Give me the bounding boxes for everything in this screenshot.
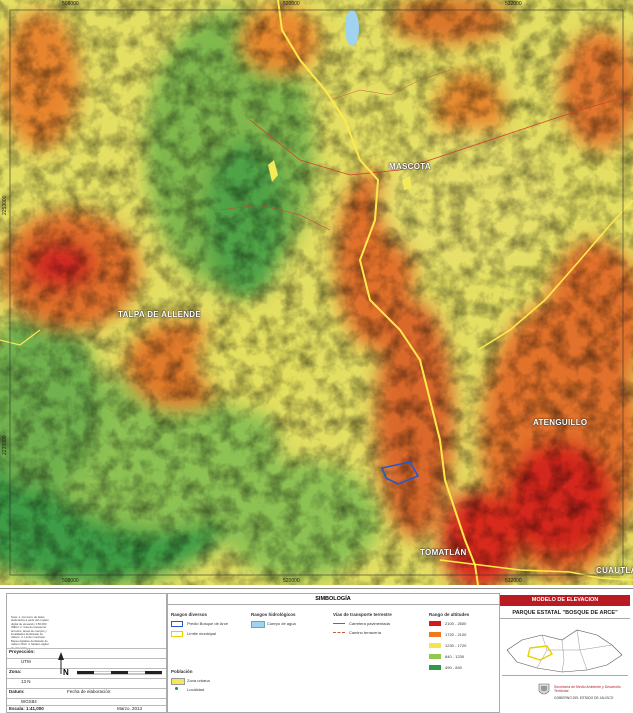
proyeccion-row: Proyección: — [7, 648, 167, 659]
place-label: TALPA DE ALLENDE — [118, 310, 202, 319]
simbologia-title: SIMBOLOGÍA — [167, 594, 499, 605]
altitud-swatch — [429, 654, 441, 659]
localidad-icon — [175, 687, 178, 690]
alturas-title: Rango de altitudes — [429, 612, 470, 617]
elevation-map[interactable]: 508000 520000 532000 508000 520000 53200… — [0, 0, 633, 585]
rasgos-hidro-item: Cuerpo de agua — [267, 621, 296, 626]
place-label: MASCOTA — [389, 162, 431, 171]
coord-top-3: 532000 — [505, 1, 522, 7]
zona-value-row: 13 N — [7, 678, 167, 689]
north-label: N — [63, 668, 69, 677]
coord-bottom-3: 532000 — [505, 578, 522, 584]
zona-row: Zona: — [7, 668, 167, 679]
map-legend: Nota: 1. Concurre de datos elaborados a … — [0, 588, 633, 713]
jalisco-seal-icon — [538, 683, 550, 697]
rasgos-hidro-title: Rasgos hidrológicos — [251, 612, 296, 617]
zona-label: Zona: — [9, 669, 22, 674]
rasgos-diversos-item: Predio Bosque de Arce — [187, 621, 228, 626]
vias-item: Camino terracería — [349, 630, 382, 635]
escala-label: Escala: 1:41,000 — [9, 706, 44, 711]
datum-value: WGS84 — [21, 699, 37, 704]
secretaria-label: Secretaría de Medio Ambiente y Desarroll… — [554, 685, 621, 693]
predio-swatch — [171, 621, 183, 627]
carretera-swatch — [333, 623, 345, 624]
fecha-value: Marzo, 2013 — [117, 706, 143, 711]
datum-label: Datum: — [9, 689, 25, 694]
altitud-item: 490 - 840 — [445, 665, 462, 670]
cuerpo-agua-swatch — [251, 621, 265, 628]
map-metadata: Nota: 1. Concurre de datos elaborados a … — [6, 593, 168, 713]
proyeccion-value: UTM — [21, 659, 31, 664]
fecha-label: Fecha de elaboración: — [67, 689, 112, 694]
altitud-swatch — [429, 665, 441, 670]
title-panel: MODELO DE ELEVACION PARQUE ESTATAL "BOSQ… — [500, 593, 630, 711]
altitud-swatch — [429, 632, 441, 637]
proyeccion-value-row: UTM — [7, 658, 167, 669]
coord-bottom-1: 508000 — [62, 578, 79, 584]
rasgos-diversos-title: Rasgos diversos — [171, 612, 208, 617]
altitud-swatch — [429, 621, 441, 626]
escala-row: Escala: 1:41,000 Marzo, 2013 — [7, 705, 167, 713]
poblacion-item: Zona urbana — [187, 678, 210, 683]
coord-top-2: 520000 — [283, 1, 300, 7]
coord-bottom-2: 520000 — [283, 578, 300, 584]
coord-left-1: 2253000 — [2, 195, 8, 215]
place-label: CUAUTLA — [596, 566, 633, 575]
zona-value: 13 N — [21, 679, 31, 684]
poblacion-item: Localidad — [187, 687, 205, 692]
place-label: TOMATLÁN — [420, 548, 467, 557]
scale-bar — [76, 662, 163, 675]
datum-value-row: WGS84 — [7, 698, 167, 706]
vias-title: Vías de transporte terrestre — [333, 612, 392, 617]
datum-row: Datum: Fecha de elaboración: — [7, 688, 167, 699]
vias-item: Carretera pavimentada — [349, 621, 390, 626]
gobierno-label: GOBIERNO DEL ESTADO DE JALISCO — [554, 696, 614, 700]
zona-urbana-swatch — [171, 678, 185, 685]
altitud-item: 840 - 1230 — [445, 654, 465, 659]
elevation-raster — [0, 0, 633, 585]
coord-left-2: 2235000 — [2, 435, 8, 455]
modelo-title: MODELO DE ELEVACION — [500, 595, 630, 606]
poblacion-title: Población — [171, 669, 193, 674]
parque-title: PARQUE ESTATAL "BOSQUE DE ARCE" — [500, 608, 630, 619]
simbologia-panel: SIMBOLOGÍA Rasgos diversos Predio Bosque… — [166, 593, 500, 713]
north-arrow-icon: N — [57, 652, 71, 682]
proyeccion-label: Proyección: — [9, 649, 35, 654]
place-label: ATENGUILLO — [533, 418, 588, 427]
limite-swatch — [171, 631, 183, 637]
altitud-swatch — [429, 643, 441, 648]
coord-top-1: 508000 — [62, 1, 79, 7]
altitud-item: 1720 - 2100 — [445, 632, 467, 637]
rasgos-diversos-item: Límite municipal — [187, 631, 216, 636]
altitud-item: 1230 - 1720 — [445, 643, 467, 648]
locator-map — [502, 620, 628, 676]
altitud-item: 2100 - 2600 — [445, 621, 467, 626]
terraceria-swatch — [333, 632, 345, 633]
map-notes: Nota: 1. Concurre de datos elaborados a … — [11, 615, 49, 650]
